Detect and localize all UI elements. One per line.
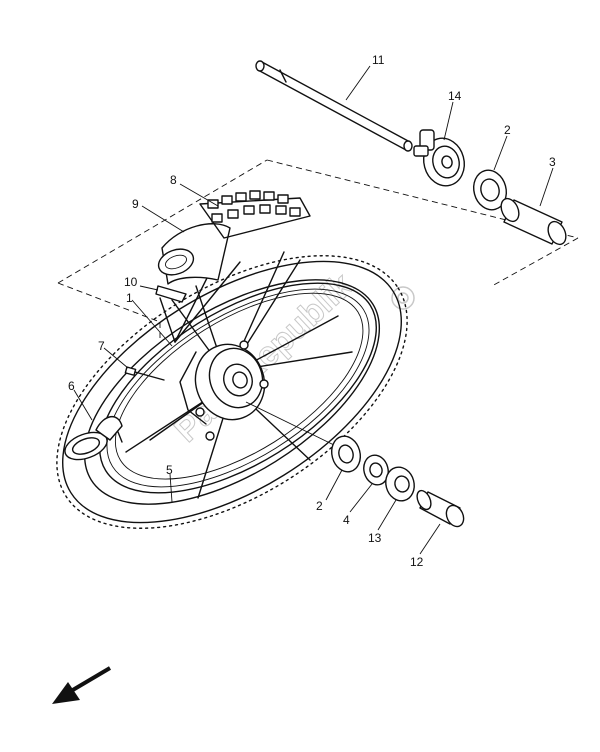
callout-8: 8 — [170, 173, 177, 187]
callout-4: 4 — [343, 513, 350, 527]
tube-and-rim-band — [157, 190, 311, 285]
callout-14: 14 — [448, 89, 462, 103]
axle-centerline — [245, 401, 337, 447]
axle-spacer — [416, 489, 465, 528]
spacer-collar — [500, 197, 567, 246]
callout-7: 7 — [98, 339, 105, 353]
callout-11: 11 — [372, 53, 385, 67]
bearing-lower — [330, 435, 362, 473]
tread-knobs — [207, 190, 301, 223]
callout-10: 10 — [124, 275, 138, 289]
bearing-upper — [473, 169, 507, 211]
rim — [99, 282, 377, 494]
callout-13: 13 — [368, 531, 382, 545]
callout-12: 12 — [410, 555, 424, 569]
collar — [385, 466, 415, 502]
front-direction-arrow-icon — [52, 666, 112, 704]
callout-3: 3 — [549, 155, 556, 169]
callout-6: 6 — [68, 379, 75, 393]
callout-9: 9 — [132, 197, 139, 211]
callout-1: 1 — [126, 291, 133, 305]
spoke-nipple — [124, 366, 165, 381]
oil-seal — [363, 454, 389, 486]
callout-5: 5 — [166, 463, 173, 477]
callout-2: 2 — [504, 123, 511, 137]
gear-logo-icon — [391, 286, 415, 310]
rim-lock — [64, 416, 123, 461]
hub — [179, 340, 269, 441]
watermark-text: PartsRepublik — [167, 266, 360, 450]
assembly-boundary — [57, 159, 579, 340]
speedometer-gear-unit — [413, 129, 465, 187]
callouts: 11 14 2 3 8 9 10 1 7 6 5 2 4 13 12 — [68, 53, 556, 569]
valve-stem — [155, 285, 187, 303]
front-axle — [255, 60, 413, 152]
watermark: PartsRepublik — [167, 265, 361, 450]
leader-lines — [73, 65, 554, 555]
callout-2: 2 — [316, 499, 323, 513]
